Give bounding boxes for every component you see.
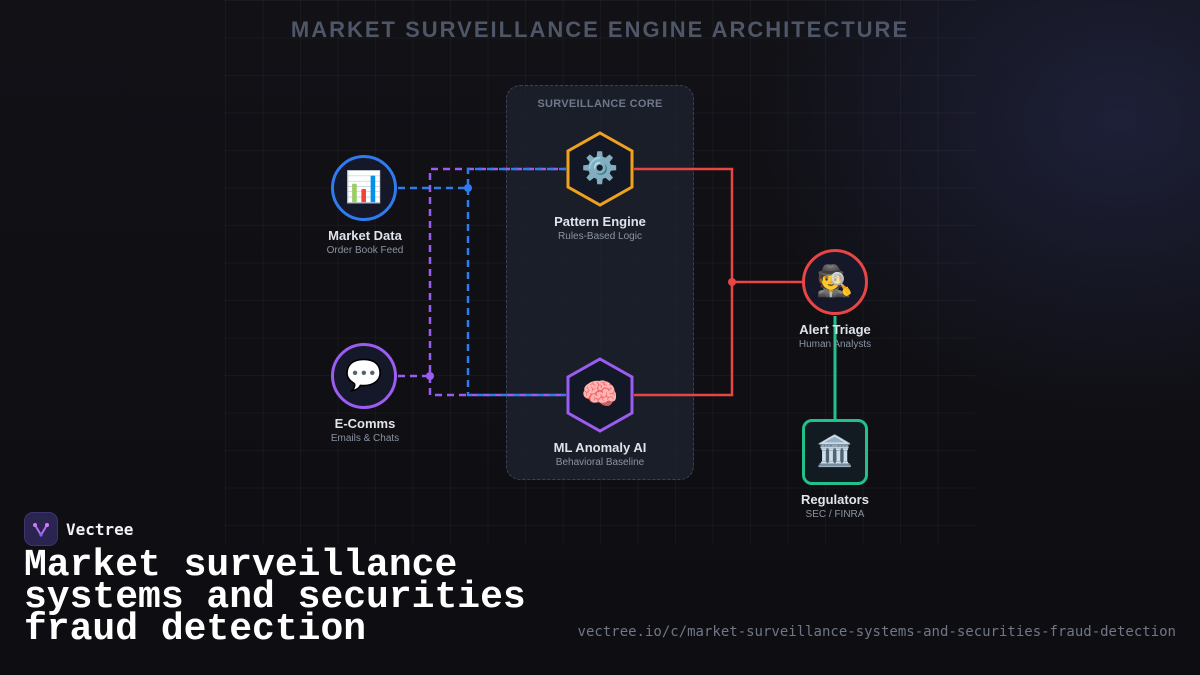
headline: Market surveillance systems and securiti… <box>24 544 584 651</box>
diagram-title: MARKET SURVEILLANCE ENGINE ARCHITECTURE <box>290 17 910 42</box>
alert-triage-title: Alert Triage <box>799 322 871 337</box>
headline-line: fraud detection <box>24 608 367 651</box>
market-data-junction <box>464 184 472 192</box>
ml-anomaly-title: ML Anomaly AI <box>553 440 647 455</box>
ecomms-title: E-Comms <box>334 416 396 431</box>
surveillance-core-label: SURVEILLANCE CORE <box>537 98 663 110</box>
pattern-engine-title: Pattern Engine <box>554 214 646 229</box>
ecomms-subtitle: Emails & Chats <box>330 433 400 444</box>
market-data-subtitle: Order Book Feed <box>326 245 404 256</box>
brand[interactable]: Vectree <box>24 512 133 546</box>
market-data-title: Market Data <box>328 228 402 243</box>
detective-icon[interactable]: 🕵️ <box>802 249 868 315</box>
ml-anomaly-subtitle: Behavioral Baseline <box>555 457 645 468</box>
speech-bubble-icon[interactable]: 💬 <box>331 343 397 409</box>
market-data-to-ml-line <box>466 188 566 397</box>
page-url[interactable]: vectree.io/c/market-surveillance-systems… <box>577 624 1176 640</box>
brain-icon[interactable]: 🧠 <box>565 357 635 433</box>
pattern-engine-subtitle: Rules-Based Logic <box>558 231 642 242</box>
triage-junction <box>728 278 736 286</box>
regulators-title: Regulators <box>801 492 869 507</box>
pattern-to-triage-line <box>634 167 802 284</box>
bank-building-icon[interactable]: 🏛️ <box>802 419 868 485</box>
regulators-subtitle: SEC / FINRA <box>805 509 865 520</box>
bar-chart-icon[interactable]: 📊 <box>331 155 397 221</box>
ecomms-to-ml-line <box>428 376 566 397</box>
vectree-logo-icon <box>24 512 58 546</box>
market-data-to-pattern-line <box>398 167 566 190</box>
headline-line: systems and securities <box>24 576 526 619</box>
alert-triage-subtitle: Human Analysts <box>798 339 872 350</box>
gear-icon[interactable]: ⚙️ <box>565 131 635 207</box>
ecomms-junction <box>426 372 434 380</box>
ecomms-to-pattern-line <box>398 167 566 378</box>
brand-name: Vectree <box>66 519 134 539</box>
headline-line: Market surveillance <box>24 544 458 587</box>
ml-to-triage-line <box>634 282 734 397</box>
